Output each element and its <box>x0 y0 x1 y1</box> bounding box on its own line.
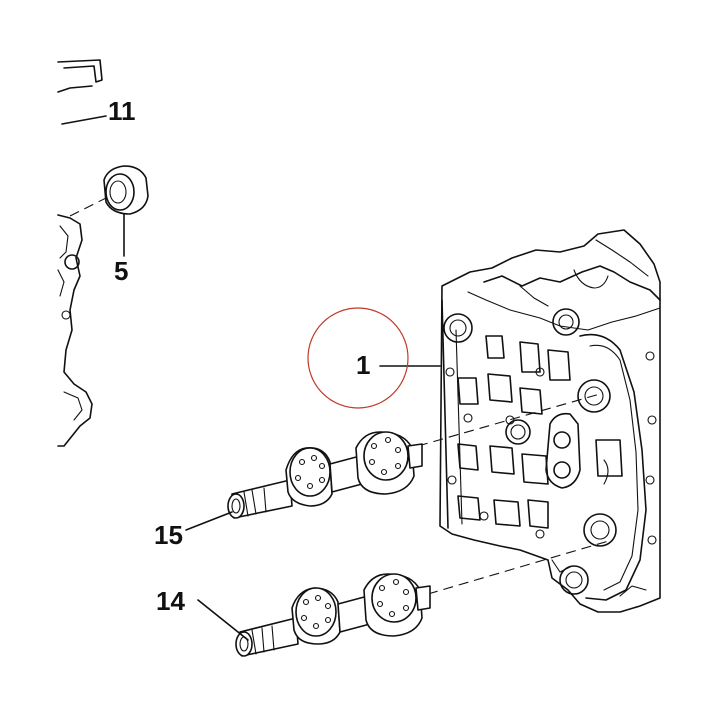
callout-11: 11 <box>108 96 136 126</box>
camshaft-15 <box>227 393 601 519</box>
left-component-partial <box>57 59 103 447</box>
seal-ring <box>103 165 149 215</box>
seal-axis-dashed-line <box>69 197 107 217</box>
leader-line-15 <box>185 511 233 531</box>
highlight-circle <box>307 307 409 409</box>
leader-line-11 <box>61 115 107 125</box>
camshaft-14 <box>235 539 613 657</box>
callout-14: 14 <box>156 586 185 616</box>
callout-5: 5 <box>114 256 128 286</box>
callout-15: 15 <box>154 520 183 550</box>
callout-1: 1 <box>356 350 370 380</box>
cylinder-head <box>439 229 661 613</box>
leader-line-14 <box>197 599 249 641</box>
